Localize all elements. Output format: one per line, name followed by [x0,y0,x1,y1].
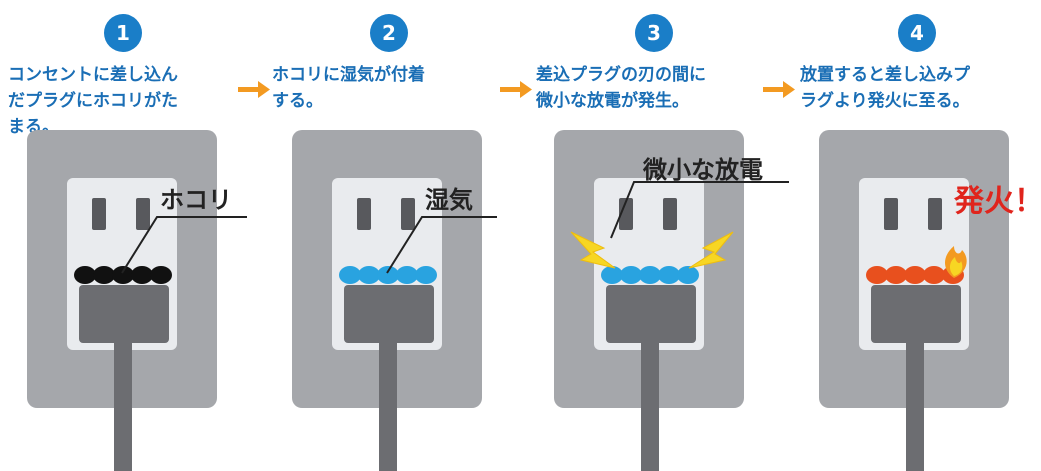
step-1-caption-line: コンセントに差し込ん [8,65,178,85]
moisture-callout: 湿気 [425,186,473,214]
outlet-scene-1: ホコリ [22,120,247,471]
outlet-slot-left [619,198,633,230]
spark-icon [688,231,734,269]
arrow-right-icon [238,81,270,98]
plug-body [606,285,696,343]
flame-icon [949,257,963,276]
spark-icon [570,231,616,269]
outlet-slot-left [357,198,371,230]
callout-line [121,216,247,274]
moisture-deposit [339,266,437,284]
plug-body [344,285,434,343]
step-1-caption: コンセントに差し込ん だプラグにホコリがた まる。 [8,62,178,140]
callout-line [610,181,789,239]
step-2-caption-line: ホコリに湿気が付着 [272,65,425,85]
dust-deposit [74,266,172,284]
step-4-badge: 4 [898,14,936,52]
outlet-slot-right [928,198,942,230]
outlet-scene-4: 発火！ [814,120,1041,471]
step-1-badge: 1 [104,14,142,52]
plug-cord [641,343,659,471]
plug-cord [114,343,132,471]
outlet-slot-left [92,198,106,230]
outlet-slot-left [884,198,898,230]
step-1-caption-line: だプラグにホコリがた [8,91,178,111]
outlet-slot-right [663,198,677,230]
plug-body [79,285,169,343]
plug-cord [379,343,397,471]
step-4-caption-line: ラグより発火に至る。 [800,91,970,111]
outlet-slot-right [136,198,150,230]
outlet-slot-right [401,198,415,230]
step-3-badge: 3 [635,14,673,52]
fire-alert: 発火！ [954,184,1041,219]
step-2-caption-line: する。 [272,91,323,111]
step-2-badge: 2 [370,14,408,52]
step-2-caption: ホコリに湿気が付着 する。 [272,62,425,114]
arrow-right-icon [500,81,532,98]
plug-cord [906,343,924,471]
step-3-caption-line: 微小な放電が発生。 [536,91,689,111]
step-4-caption: 放置すると差し込みプ ラグより発火に至る。 [800,62,970,114]
callout-line [386,216,497,274]
dust-callout: ホコリ [160,186,232,214]
arrow-right-icon [763,81,795,98]
moisture-deposit [601,266,699,284]
step-4-caption-line: 放置すると差し込みプ [800,65,970,85]
plug-body [871,285,961,343]
outlet-scene-2: 湿気 [287,120,497,471]
step-3-caption: 差込プラグの刃の間に 微小な放電が発生。 [536,62,706,114]
outlet-scene-3: 微小な放電 [549,120,789,471]
discharge-callout: 微小な放電 [643,156,763,184]
step-3-caption-line: 差込プラグの刃の間に [536,65,706,85]
